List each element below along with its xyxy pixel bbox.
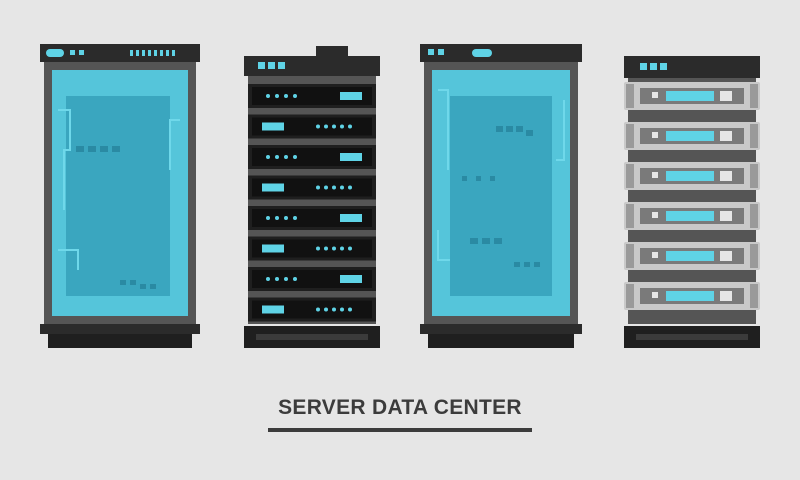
server-unit [248,297,376,322]
server-unit [248,175,376,200]
server-unit [248,267,376,291]
server-unit [248,236,376,261]
glass-cabinet-left [40,44,200,348]
server-unit [624,122,760,150]
server-unit [248,206,376,230]
server-unit [248,145,376,169]
server-unit [624,82,760,110]
server-unit [624,242,760,270]
server-unit [248,84,376,108]
caption-title: SERVER DATA CENTER [278,396,522,419]
server-unit [624,162,760,190]
server-unit [248,114,376,139]
server-unit [624,282,760,310]
dark-server-rack [244,46,380,348]
server-unit [624,202,760,230]
glass-cabinet-right [420,44,582,348]
gray-server-rack [624,56,760,348]
caption-underline [268,428,532,432]
